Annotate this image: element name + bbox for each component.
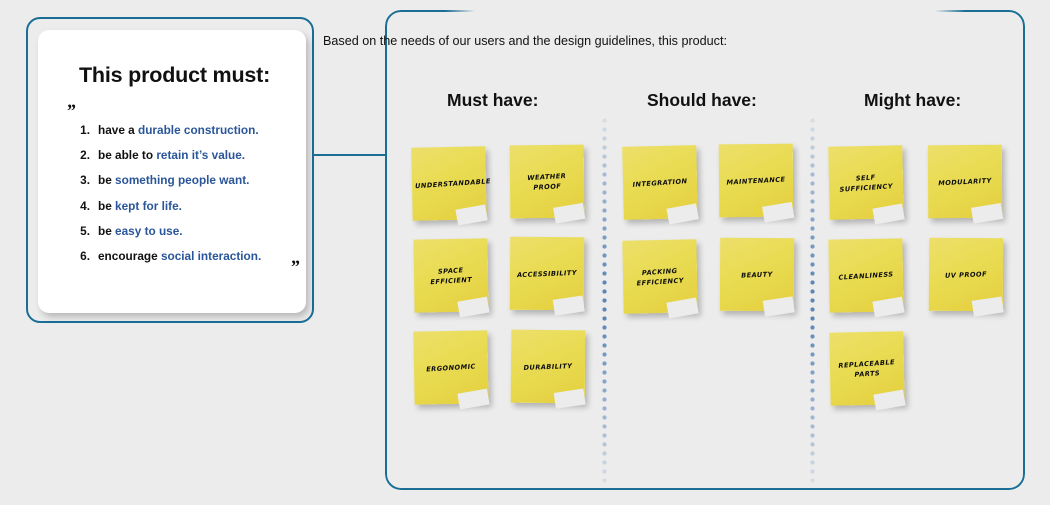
sticky-note[interactable]: ERGONOMIC <box>413 330 489 405</box>
sticky-note[interactable]: UNDERSTANDABLE <box>411 146 492 221</box>
sticky-note-label: MODULARITY <box>938 176 992 187</box>
requirement-highlight-text: kept for life. <box>115 198 182 213</box>
sticky-note-label: ERGONOMIC <box>425 361 477 374</box>
sticky-note[interactable]: SELF SUFFICIENCY <box>828 145 904 220</box>
sticky-note-label: UV PROOF <box>944 269 988 280</box>
requirement-item: 1. have a durable construction. <box>80 118 318 143</box>
column-heading-might-have: Might have: <box>864 90 962 110</box>
requirements-list: 1. have a durable construction. 2. be able … <box>72 118 318 269</box>
requirement-number: 2. <box>80 148 90 163</box>
board-subtitle: Based on the needs of our users and the … <box>323 34 727 48</box>
sticky-note-label: INTEGRATION <box>632 176 688 189</box>
sticky-note[interactable]: MODULARITY <box>927 144 1003 219</box>
requirement-item: 6. encourage social interaction. <box>80 244 318 269</box>
sticky-note-label: MAINTENANCE <box>726 174 786 187</box>
requirement-number: 3. <box>80 173 90 188</box>
sticky-note-label: BEAUTY <box>741 269 773 280</box>
sticky-note-label: UNDERSTANDABLE <box>414 176 492 190</box>
requirement-number: 1. <box>80 123 90 137</box>
sticky-note-label: SPACE EFFICIENT <box>430 265 473 286</box>
requirement-number: 6. <box>80 249 90 264</box>
requirement-lead-text: have a <box>98 123 139 137</box>
sticky-note-label: REPLACEABLE PARTS <box>838 357 896 379</box>
quote-open-mark: ” <box>66 101 76 122</box>
column-separator-1 <box>602 118 607 484</box>
sticky-note[interactable]: SPACE EFFICIENT <box>413 238 489 313</box>
column-separator-2 <box>810 118 815 484</box>
requirements-panel: This product must: ” 1. have a durable co… <box>26 17 314 323</box>
sticky-note[interactable]: DURABILITY <box>510 329 586 404</box>
sticky-note[interactable]: REPLACEABLE PARTS <box>829 331 905 406</box>
column-heading-must-have: Must have: <box>447 90 539 110</box>
sticky-note[interactable]: WEATHER PROOF <box>509 144 585 219</box>
sticky-note-label: PACKING EFFICIENCY <box>636 266 685 288</box>
requirement-item: 2. be able to retain it’s value. <box>80 143 318 168</box>
sticky-note[interactable]: UV PROOF <box>928 237 1004 312</box>
sticky-note-label: SELF SUFFICIENCY <box>839 172 894 194</box>
sticky-note-label: WEATHER PROOF <box>527 171 567 192</box>
requirement-number: 4. <box>80 198 90 213</box>
requirement-number: 5. <box>80 223 90 238</box>
sticky-note-label: DURABILITY <box>523 361 573 372</box>
requirement-lead-text: be <box>98 223 116 238</box>
sticky-note-label: ACCESSIBILITY <box>516 268 578 279</box>
requirement-lead-text: be able to <box>98 148 157 163</box>
requirement-lead-text: encourage <box>98 249 161 264</box>
requirement-lead-text: be <box>98 173 116 188</box>
requirement-item: 3. be something people want. <box>80 168 318 193</box>
sticky-note[interactable]: MAINTENANCE <box>718 143 794 218</box>
requirement-highlight-text: retain it’s value. <box>156 148 246 163</box>
requirement-highlight-text: easy to use. <box>115 223 183 238</box>
panel-connector-line <box>313 154 386 156</box>
page-title: This product must: <box>79 63 271 87</box>
sticky-note[interactable]: CLEANLINESS <box>828 238 904 313</box>
sticky-note[interactable]: BEAUTY <box>719 237 795 312</box>
requirement-item: 4. be kept for life. <box>80 194 318 219</box>
moscow-board-panel <box>385 10 1025 490</box>
requirement-item: 5. be easy to use. <box>80 219 318 244</box>
requirement-highlight-text: something people want. <box>115 173 250 188</box>
requirement-highlight-text: durable construction. <box>138 123 259 137</box>
sticky-note[interactable]: ACCESSIBILITY <box>509 236 585 311</box>
quote-card: This product must: ” 1. have a durable co… <box>38 30 306 313</box>
requirement-highlight-text: social interaction. <box>160 249 262 264</box>
requirement-lead-text: be <box>98 198 116 213</box>
sticky-note-label: CLEANLINESS <box>838 269 894 282</box>
sticky-note[interactable]: PACKING EFFICIENCY <box>622 239 698 314</box>
column-heading-should-have: Should have: <box>647 90 757 110</box>
sticky-note[interactable]: INTEGRATION <box>622 145 698 220</box>
quote-close-mark: ” <box>290 257 300 278</box>
